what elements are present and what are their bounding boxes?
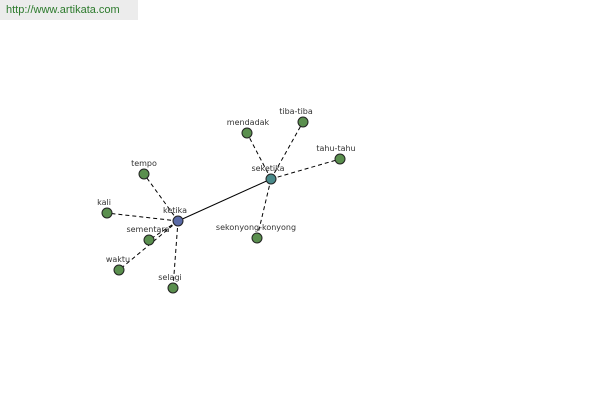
node-tempo[interactable] (138, 168, 150, 180)
edge-layer (106, 121, 341, 289)
node-layer (101, 116, 346, 294)
edge-ketika-tempo (143, 173, 179, 222)
edge-ketika-waktu (118, 220, 179, 271)
label-layer: ketika seketika tempo kali sementara waktu sel… (97, 107, 356, 282)
node-tiba-tiba[interactable] (297, 116, 309, 128)
edge-ketika-sementara (148, 220, 179, 241)
edge-seketika-sekonyong-konyong (256, 178, 272, 239)
node-sekonyong-konyong[interactable] (251, 232, 263, 244)
node-label-sekonyong-konyong[interactable]: sekonyong-konyong (216, 223, 296, 232)
edge-seketika-tiba-tiba (270, 121, 304, 180)
node-mendadak[interactable] (241, 127, 253, 139)
edge-seketika-tahu-tahu (270, 158, 341, 180)
node-label-kali[interactable]: kali (97, 198, 111, 207)
node-label-ketika[interactable]: ketika (163, 206, 187, 215)
node-sementara[interactable] (143, 234, 155, 246)
node-label-tahu-tahu[interactable]: tahu-tahu (316, 144, 355, 153)
node-label-tempo[interactable]: tempo (131, 159, 157, 168)
node-seketika[interactable] (265, 173, 277, 185)
node-selagi[interactable] (167, 282, 179, 294)
node-label-selagi[interactable]: selagi (158, 273, 182, 282)
node-kali[interactable] (101, 207, 113, 219)
node-label-seketika[interactable]: seketika (251, 164, 284, 173)
node-waktu[interactable] (113, 264, 125, 276)
node-label-tiba-tiba[interactable]: tiba-tiba (279, 107, 313, 116)
node-ketika[interactable] (172, 215, 184, 227)
node-tahu-tahu[interactable] (334, 153, 346, 165)
edge-seketika-mendadak (246, 132, 272, 180)
node-label-mendadak[interactable]: mendadak (227, 118, 270, 127)
node-label-sementara[interactable]: sementara (126, 225, 169, 234)
source-url[interactable]: http://www.artikata.com (0, 0, 138, 20)
edge-ketika-seketika (177, 178, 272, 222)
edge-ketika-kali (106, 212, 179, 222)
node-label-waktu[interactable]: waktu (106, 255, 130, 264)
